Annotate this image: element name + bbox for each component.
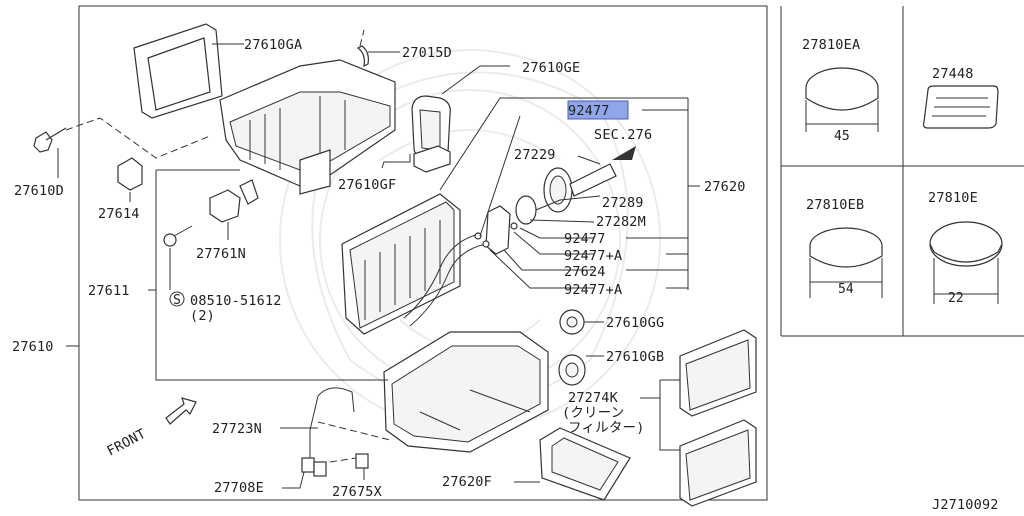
pad-27610gf: [413, 145, 451, 173]
label-27610: 27610: [12, 339, 54, 355]
label-27610ge: 27610GE: [522, 60, 580, 76]
label-92477-a-lower: 92477+A: [564, 282, 622, 298]
label-27614: 27614: [98, 206, 140, 222]
connector-27675x: [355, 453, 369, 469]
thermo-plug-27229: [543, 146, 636, 213]
label-27620f: 27620F: [442, 474, 492, 490]
label-27611: 27611: [88, 283, 130, 299]
screw-08510-51612: [163, 225, 193, 247]
label-27624: 27624: [564, 264, 606, 280]
foam-rings: [558, 309, 586, 386]
label-27274k: 27274K: [568, 390, 619, 406]
svg-text:S: S: [173, 293, 181, 308]
side-label-27810e: 27810E: [928, 190, 978, 206]
side-label-27448: 27448: [932, 66, 974, 82]
label-sec276[interactable]: SEC.276: [594, 127, 652, 143]
label-27610gf: 27610GF: [338, 177, 396, 193]
label-27610gg: 27610GG: [606, 315, 664, 331]
label-front: FRONT: [104, 426, 148, 460]
label-27229: 27229: [514, 147, 556, 163]
label-27610gb: 27610GB: [606, 349, 664, 365]
label-27723n: 27723N: [212, 421, 262, 437]
highlighted-part-marker: [567, 100, 629, 120]
label-27708e: 27708E: [214, 480, 264, 496]
label-27274k-note2: フィルター): [568, 420, 645, 436]
front-arrow-icon: [165, 397, 197, 425]
clip-27015d: [356, 45, 369, 68]
filter-cartridges-27274k: [679, 329, 757, 507]
side-part-27810e: 27810E 22: [928, 190, 1003, 306]
label-screw-qty: (2): [190, 308, 215, 324]
side-panels: [780, 6, 1024, 337]
label-screw-code: 08510-51612: [190, 293, 282, 309]
dashed-paths: [65, 29, 391, 463]
side-label-27810ea: 27810EA: [802, 37, 860, 53]
label-27610d: 27610D: [14, 183, 64, 199]
label-27610ga: 27610GA: [244, 37, 302, 53]
label-27620: 27620: [704, 179, 746, 195]
label-92477-a-upper: 92477+A: [564, 248, 622, 264]
label-27015d: 27015D: [402, 45, 452, 61]
side-part-27810eb: 27810EB 54: [806, 197, 883, 298]
bolt-27610d: [33, 127, 67, 153]
harness-27723n: [301, 387, 355, 477]
leader-lines: [57, 43, 700, 489]
heater-case-lower: [383, 331, 549, 453]
filter-frame-27620f: [539, 427, 631, 501]
main-frame: [78, 5, 768, 501]
expansion-valve-27624: [474, 205, 518, 255]
label-92477: 92477: [564, 231, 606, 247]
heater-unit-housing: [219, 59, 396, 195]
bracket-27614: [117, 157, 143, 191]
label-92477-highlighted[interactable]: 92477: [568, 103, 610, 119]
side-dim-27810e: 22: [948, 291, 964, 306]
label-27761n: 27761N: [196, 246, 246, 262]
actuator-27761n: [209, 179, 259, 223]
filter-frame-27610ga: [133, 23, 223, 119]
label-27675x: 27675X: [332, 484, 382, 500]
side-label-27810eb: 27810EB: [806, 197, 864, 213]
screw-symbol: S: [169, 291, 185, 308]
side-dim-27810ea: 45: [834, 129, 850, 144]
evaporator-core: [341, 193, 487, 335]
label-27274k-note1: (クリーン: [562, 405, 624, 421]
side-dim-27810eb: 54: [838, 282, 854, 297]
side-part-27810ea: 27810EA 45: [802, 37, 879, 144]
side-part-27448: 27448: [922, 66, 999, 129]
diagram-id: J2710092: [932, 497, 999, 511]
label-27282m: 27282M: [596, 214, 646, 230]
label-27289: 27289: [602, 195, 644, 211]
